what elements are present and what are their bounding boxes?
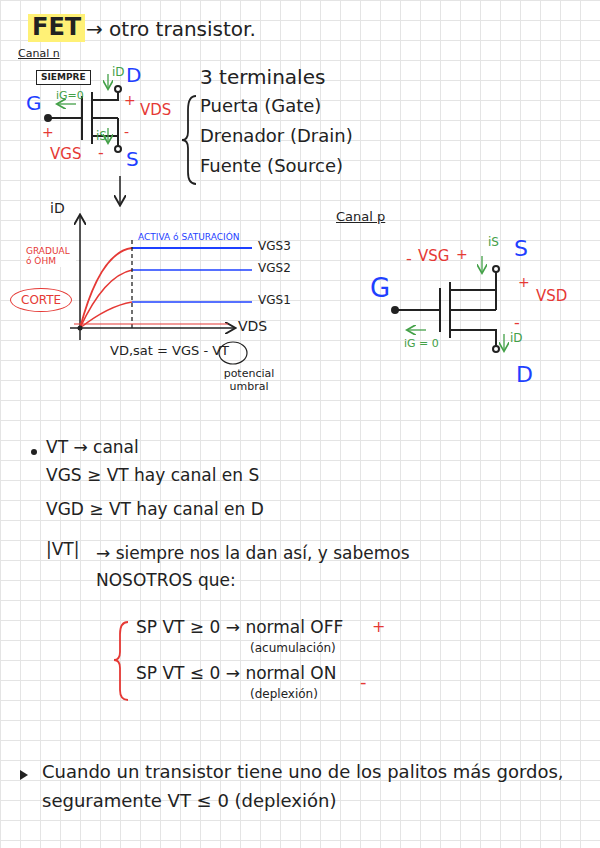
terminal-name: Puerta (Gate): [200, 96, 321, 117]
current-label: iG=0: [56, 90, 84, 103]
output-characteristic: [70, 216, 252, 340]
current-label: iG = 0: [404, 338, 439, 351]
note-text: SP VT ≥ 0 → normal OFF: [136, 618, 343, 638]
current-label: iS: [488, 236, 499, 250]
tag-box: SIEMPRE: [36, 70, 91, 85]
terminal-name: Drenador (Drain): [200, 126, 353, 147]
note-text: SP VT ≤ 0 → normal ON: [136, 664, 336, 684]
polarity-sign: +: [42, 124, 54, 140]
formula: VD,sat = VGS - VT: [110, 344, 229, 359]
voltage-label: VDS: [140, 102, 171, 119]
curve-label: VGS1: [258, 294, 291, 308]
section-label: Canal n: [18, 48, 60, 61]
pin-name: G: [370, 274, 390, 304]
pin-name: S: [126, 148, 139, 171]
bullet: [20, 770, 28, 780]
current-arrow: [503, 334, 504, 350]
curve-label: VGS2: [258, 262, 291, 276]
brace: [182, 96, 196, 184]
pin-name: D: [516, 362, 533, 387]
polarity-sign: -: [514, 314, 520, 332]
polarity-sign: -: [406, 250, 412, 268]
current-arrow: [107, 128, 108, 142]
note-text: |VT|: [46, 540, 79, 560]
voltage-label: VSG: [418, 248, 449, 265]
note-text: VT → canal: [46, 438, 139, 458]
note-text: 3 terminales: [200, 66, 325, 89]
polarity-sign: +: [518, 274, 530, 290]
polarity-sign: -: [98, 144, 104, 162]
current-arrow: [408, 329, 426, 330]
terminal-name: Fuente (Source): [200, 156, 343, 177]
page-title: FET: [28, 14, 85, 42]
axis-label: VDS: [238, 318, 267, 334]
pmos-symbol: [392, 266, 499, 352]
nmos-symbol: [45, 86, 121, 152]
brace: [114, 622, 128, 700]
note-text: (acumulación): [250, 642, 336, 656]
note-text: Cuando un transistor tiene uno de los pa…: [42, 758, 582, 816]
heading-note: → otro transistor.: [86, 18, 256, 41]
polarity-sign: +: [456, 246, 468, 262]
bullet: [31, 449, 37, 455]
note-text: (deplexión): [250, 688, 318, 702]
region-ellipse: CORTE: [10, 288, 72, 312]
region-label: GRADUAL ó ÓHM: [26, 246, 76, 267]
note-text: potencial umbral: [214, 368, 284, 393]
curve-label: VGS3: [258, 240, 291, 254]
current-arrow: [58, 103, 76, 104]
voltage-label: VGS: [50, 146, 81, 163]
down-arrow: [119, 176, 121, 204]
region-label: ACTIVA ó SATURACIÓN: [138, 232, 239, 242]
pin-name: D: [126, 64, 141, 87]
current-label: iD: [112, 66, 125, 80]
pin-name: G: [26, 92, 42, 115]
current-arrow: [107, 74, 108, 88]
polarity-sign: -: [124, 124, 129, 140]
section-label: Canal p: [336, 210, 385, 225]
pin-name: S: [514, 236, 528, 261]
node-text: CORTE: [21, 293, 61, 307]
note-text: VGS ≥ VT hay canal en S: [46, 466, 259, 486]
polarity-sign: +: [124, 92, 136, 108]
note-text: VGD ≥ VT hay canal en D: [46, 500, 264, 520]
current-arrow: [481, 256, 482, 272]
current-label: iD: [510, 332, 523, 346]
node-text: SIEMPRE: [41, 72, 86, 83]
axis-label: iD: [50, 200, 65, 216]
polarity-sign: +: [372, 618, 385, 636]
note-text: → siempre nos la dan así, y sabemos NOSO…: [96, 540, 436, 594]
voltage-label: VSD: [536, 288, 567, 305]
polarity-sign: -: [360, 672, 367, 693]
current-label: iS: [96, 130, 107, 144]
